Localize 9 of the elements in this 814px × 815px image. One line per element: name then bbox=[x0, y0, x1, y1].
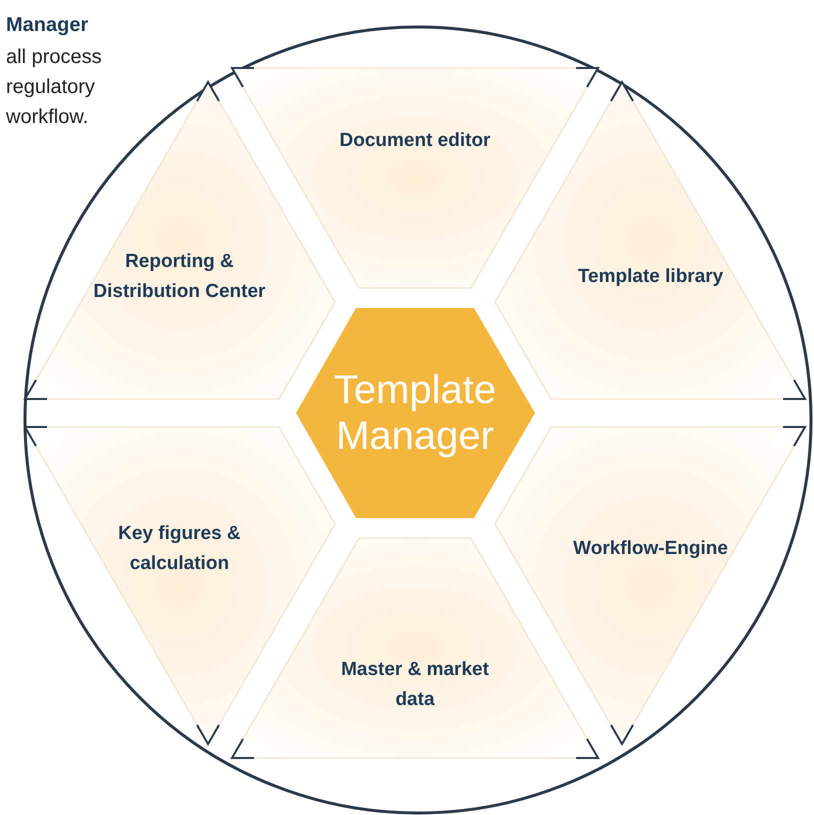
segment-label: Template library bbox=[576, 264, 724, 289]
center-label: Template Manager bbox=[332, 367, 498, 459]
segment-label: Document editor bbox=[338, 129, 492, 153]
heading-text: Manager bbox=[6, 14, 88, 37]
description-text: all process regulatory workflow. bbox=[6, 45, 103, 130]
segment-label: Key figures & calculation bbox=[117, 522, 242, 576]
segment-label: Reporting & Distribution Center bbox=[92, 250, 266, 304]
segment-label: Workflow-Engine bbox=[572, 536, 729, 561]
segment-label: Master & market data bbox=[340, 658, 490, 712]
